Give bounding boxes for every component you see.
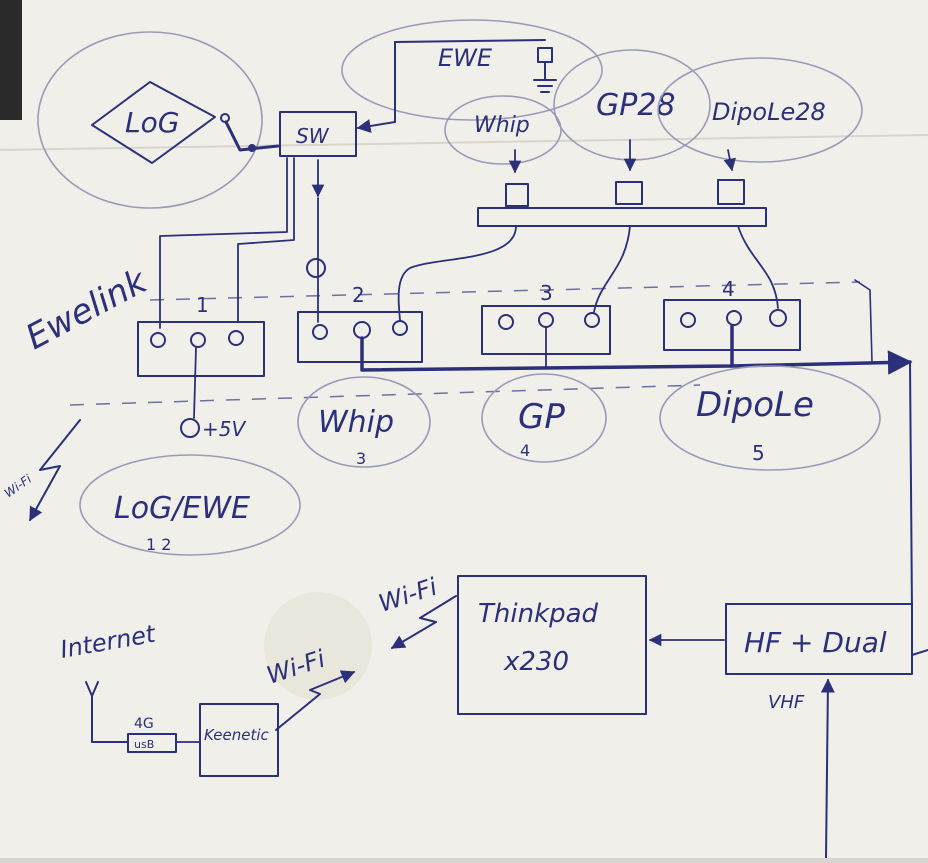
dipole-circle: [659, 365, 881, 471]
relay-4-port-b: [726, 310, 742, 326]
relay-1-number: 1: [196, 293, 209, 317]
gp-circle-label: GP: [518, 397, 565, 437]
router-box: [199, 703, 279, 777]
relay-4-number: 4: [722, 277, 735, 301]
switch-box: [279, 111, 357, 157]
gp-connector: [615, 181, 643, 205]
ewe-to-switch-arrow: [356, 41, 396, 133]
antenna-4g-icon: [85, 681, 129, 743]
log-to-switch-cable: [224, 120, 280, 152]
enclosure-bottom-dash: [69, 384, 701, 406]
gp-feed-cable: [593, 225, 631, 313]
gp-circle-digit: 4: [520, 441, 530, 460]
relay-2-port-c: [392, 320, 408, 336]
dipole-circle-label: DipoLe: [696, 385, 814, 425]
vhf-feed-arrow: [820, 678, 835, 859]
bus-riser: [909, 361, 913, 613]
switch-wire-a: [159, 157, 288, 329]
connector-dot: [248, 144, 256, 152]
log-ewe-label: LoG/EWE: [114, 491, 250, 526]
relay-4-port-c: [769, 309, 787, 327]
modem-label: 4G: [134, 716, 154, 732]
enclosure-edge: [854, 279, 873, 363]
thinkpad-box: [457, 575, 647, 715]
power-label: +5V: [202, 417, 246, 441]
thinkpad-model-label: x230: [503, 647, 569, 677]
relay-1-port-c: [228, 330, 244, 346]
log-block: [91, 81, 216, 164]
wifi-bolt-laptop-icon: [390, 595, 457, 649]
gp-circle: [481, 373, 607, 463]
log-oval: [37, 31, 263, 209]
radio-box: [725, 603, 913, 675]
relay-1-box: [137, 321, 265, 377]
relay-2-port-a: [312, 324, 328, 340]
switch-label: SW: [296, 124, 330, 148]
relay-3-number: 3: [540, 281, 553, 305]
whip-feed-cable: [397, 225, 517, 321]
modem-usb-label: usB: [134, 738, 154, 751]
vhf-label: VHF: [768, 692, 805, 713]
common-bus: [360, 324, 734, 372]
ewe-label: EWE: [438, 44, 493, 72]
wifi-bolt-left-icon: [29, 419, 81, 522]
whip-oval: [444, 95, 562, 165]
radio-label: HF + Dual: [744, 626, 887, 659]
wifi-bolt-router-icon: [275, 670, 356, 731]
ewe-wire-top: [394, 39, 546, 43]
dipole-down-arrow: [723, 149, 736, 172]
ewe-oval: [341, 19, 603, 121]
whip-top-label: Whip: [474, 113, 530, 138]
thinkpad-label: Thinkpad: [478, 599, 599, 629]
relay-3-port-c: [584, 312, 600, 328]
relay-2-number: 2: [352, 283, 365, 307]
relay-2-box: [297, 311, 423, 363]
relay-1-port-a: [150, 332, 166, 348]
log-ewe-oval: [79, 454, 301, 556]
dipole-circle-digit: 5: [752, 441, 765, 465]
log-ewe-digits: 1 2: [146, 535, 171, 554]
power-connector: [180, 418, 200, 438]
cable-ferrite: [306, 258, 326, 278]
power-wire: [193, 347, 197, 419]
log-label: LoG: [125, 106, 179, 139]
router-label: Keenetic: [204, 726, 270, 744]
dipole-connector: [717, 179, 745, 205]
table-corner: [0, 0, 22, 120]
whip-circle: [297, 376, 431, 468]
relay-3-port-a: [498, 314, 514, 330]
fold-line: [0, 134, 928, 151]
relay-1-port-b: [190, 332, 206, 348]
dipole28-oval: [657, 57, 863, 163]
dipole-feed-cable: [737, 225, 779, 309]
whip-circle-digit: 3: [356, 449, 366, 468]
antenna-bracket: [477, 207, 767, 227]
relay-4-port-a: [680, 312, 696, 328]
whip-circle-label: Whip: [318, 405, 394, 440]
radio-right-lead: [911, 649, 928, 656]
whip-connector: [505, 183, 529, 207]
dipole28-label: DipoLe28: [712, 98, 826, 126]
relay-3-port-b: [538, 312, 554, 328]
switch-wire-b: [237, 157, 295, 323]
ground-icon: [533, 61, 557, 93]
